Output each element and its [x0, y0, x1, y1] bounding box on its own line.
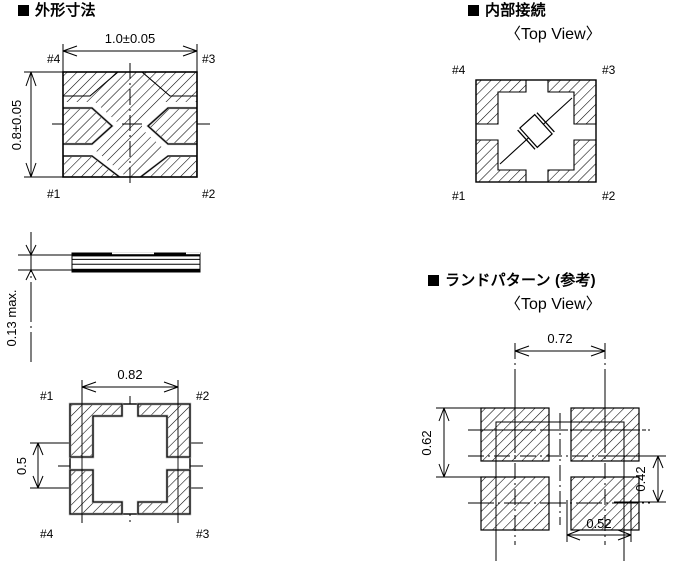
dim-side-thickness: 0.13 max. — [4, 289, 19, 346]
pin-label-outline-bottom-left: #1 — [47, 187, 61, 201]
pin-label-internal-top-left: #4 — [452, 63, 466, 77]
dim-bottom-height: 0.5 — [14, 457, 29, 475]
pin-label-bottom-top-right: #2 — [196, 389, 210, 403]
section-heading-outline-label: 外形寸法 — [35, 2, 96, 19]
section-heading-land-label: ランドパターン (参考) — [445, 272, 596, 289]
square-bullet-icon — [468, 5, 479, 16]
internal-electrode-group — [475, 79, 597, 183]
section-heading-internal-label: 内部接続 — [485, 2, 546, 19]
pin-label-bottom-bottom-left: #4 — [40, 527, 54, 541]
outline-top-view-drawing: 1.0±0.05 0.8±0.05 #4 #3 #1 #2 — [0, 30, 340, 210]
crystal-resonator-icon — [517, 112, 555, 150]
pin-label-internal-top-right: #3 — [602, 63, 616, 77]
corner-pad-group — [68, 402, 192, 516]
internal-connection-drawing: #4 #3 #1 #2 — [420, 52, 687, 203]
side-view-drawing: 0.13 max. — [0, 222, 340, 362]
dim-outline-width: 1.0±0.05 — [105, 31, 156, 46]
pin-label-bottom-bottom-right: #3 — [196, 527, 210, 541]
subheading-land-topview: 〈Top View〉 — [505, 296, 602, 313]
square-bullet-icon — [18, 5, 29, 16]
section-heading-outline: 外形寸法 — [18, 2, 96, 20]
side-profile-body — [71, 252, 201, 273]
dim-land-pitch-x: 0.72 — [547, 331, 572, 346]
land-pattern-drawing: 0.72 0.62 0.42 0.52 — [400, 325, 687, 561]
pin-label-outline-top-right: #3 — [202, 52, 216, 66]
dim-outline-height: 0.8±0.05 — [9, 100, 24, 151]
pin-label-internal-bottom-right: #2 — [602, 189, 616, 203]
pin-label-internal-bottom-left: #1 — [452, 189, 466, 203]
dim-bottom-width: 0.82 — [117, 367, 142, 382]
section-heading-land: ランドパターン (参考) — [428, 272, 596, 290]
square-bullet-icon — [428, 275, 439, 286]
pin-label-outline-top-left: #4 — [47, 52, 61, 66]
subheading-internal-topview: 〈Top View〉 — [505, 26, 602, 43]
dim-land-span-y: 0.62 — [419, 430, 434, 455]
bottom-view-drawing: 0.82 0.5 #1 #2 #4 #3 — [0, 358, 340, 558]
section-heading-internal: 内部接続 — [468, 2, 546, 20]
pin-label-bottom-top-left: #1 — [40, 389, 54, 403]
pin-label-outline-bottom-right: #2 — [202, 187, 216, 201]
